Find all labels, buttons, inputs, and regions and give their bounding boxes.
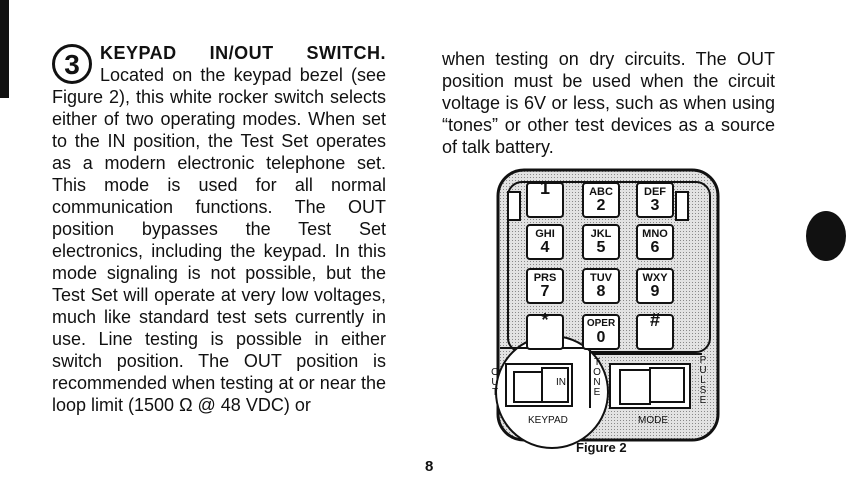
key-0-letters: OPER — [586, 318, 616, 329]
right-indicator — [675, 191, 689, 221]
key-0-digit: 0 — [596, 329, 606, 346]
key-3[interactable]: DEF 3 — [636, 182, 674, 218]
key-7[interactable]: PRS 7 — [526, 268, 564, 304]
label-tone: TONE — [593, 357, 601, 398]
key-3-digit: 3 — [650, 197, 660, 214]
key-star[interactable]: * — [526, 310, 564, 350]
key-9-digit: 9 — [650, 283, 660, 300]
edge-marker-bar — [0, 0, 9, 98]
key-2-digit: 2 — [596, 197, 606, 214]
key-7-letters: PRS — [533, 272, 557, 284]
right-column: when testing on dry circuits. The OUT po… — [442, 48, 775, 158]
key-5-digit: 5 — [596, 239, 606, 256]
section-number: 3 — [52, 44, 92, 84]
key-8-digit: 8 — [596, 283, 606, 300]
key-6-letters: MNO — [642, 228, 668, 240]
key-4-digit: 4 — [540, 239, 550, 256]
label-in: IN — [556, 377, 566, 388]
label-keypad: KEYPAD — [528, 415, 568, 426]
keypad-figure: 1 ABC 2 DEF 3 GHI 4 JKL 5 MNO 6 PRS 7 TU… — [470, 168, 720, 458]
key-2[interactable]: ABC 2 — [582, 182, 620, 218]
key-4-letters: GHI — [535, 228, 555, 240]
key-hash-digit: # — [649, 310, 660, 330]
key-5[interactable]: JKL 5 — [582, 224, 620, 260]
label-out: OUT — [491, 367, 499, 398]
key-8[interactable]: TUV 8 — [582, 268, 620, 304]
left-column: 3 KEYPAD IN/OUT SWITCH. Located on the k… — [52, 42, 386, 416]
section-text-right: when testing on dry circuits. The OUT po… — [442, 49, 775, 157]
mode-switch-rocker-left — [619, 369, 651, 405]
key-4[interactable]: GHI 4 — [526, 224, 564, 260]
key-hash[interactable]: # — [636, 310, 674, 350]
keypad-switch-rocker-left — [513, 371, 543, 403]
key-9[interactable]: WXY 9 — [636, 268, 674, 304]
key-1-digit: 1 — [539, 178, 550, 198]
label-pulse: PULSE — [699, 355, 707, 406]
keypad-switch-rocker-right — [541, 367, 569, 403]
key-5-letters: JKL — [590, 228, 612, 240]
key-3-letters: DEF — [644, 186, 666, 198]
figure-caption: Figure 2 — [576, 440, 627, 455]
key-6[interactable]: MNO 6 — [636, 224, 674, 260]
page-number: 8 — [425, 458, 434, 475]
key-star-digit: * — [541, 310, 549, 330]
key-1[interactable]: 1 — [526, 178, 564, 218]
key-7-digit: 7 — [540, 283, 550, 300]
key-9-letters: WXY — [642, 272, 668, 284]
bullet-dot — [806, 211, 846, 261]
key-8-letters: TUV — [590, 272, 612, 284]
mode-switch-rocker-right — [649, 367, 685, 403]
section-body-left: KEYPAD IN/OUT SWITCH. Located on the key… — [52, 42, 386, 416]
section-heading: KEYPAD IN/OUT SWITCH. — [100, 43, 386, 63]
section-text-left: Located on the keypad bezel (see Figure … — [52, 65, 386, 415]
left-indicator — [507, 191, 521, 221]
key-6-digit: 6 — [650, 239, 660, 256]
key-0[interactable]: OPER 0 — [582, 314, 620, 350]
key-2-letters: ABC — [589, 186, 613, 198]
label-mode: MODE — [638, 415, 668, 426]
